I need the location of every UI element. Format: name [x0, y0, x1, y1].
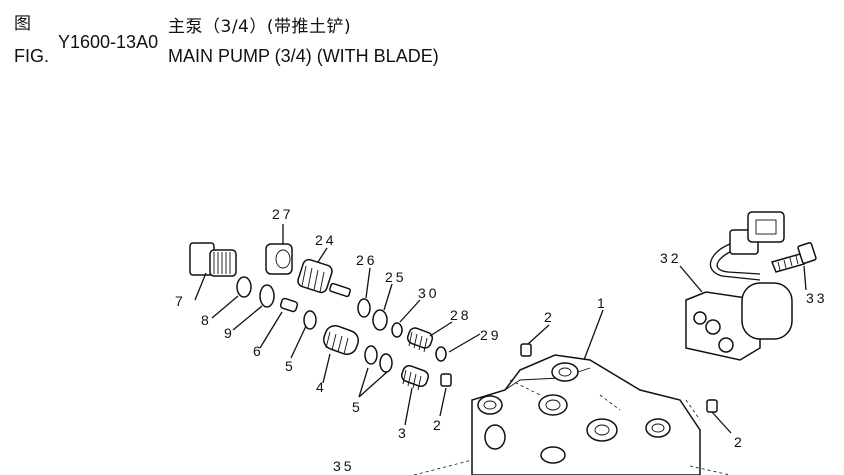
part-4-spool — [322, 324, 360, 356]
callout-25: 25 — [385, 269, 407, 285]
figure-label-cn: 图 — [14, 14, 31, 34]
callout-6: 6 — [253, 343, 264, 359]
callout-30: 30 — [418, 285, 440, 301]
callout-5-left: 5 — [285, 358, 296, 374]
callout-2-left: 2 — [433, 417, 444, 433]
part-9-oring — [259, 284, 275, 308]
part-8-oring — [236, 276, 252, 298]
part-30-ring — [391, 322, 403, 338]
part-2-plug-c — [706, 399, 718, 413]
part-33-bolt — [770, 242, 817, 273]
part-26-oring — [357, 298, 371, 318]
part-6-pin — [279, 297, 299, 313]
part-27-nut — [265, 243, 293, 275]
part-3-spring — [400, 364, 430, 391]
figure-title-cn: 主泵（3/4）(带推土铲) — [168, 17, 352, 37]
callout-33: 33 — [806, 290, 828, 306]
part-5-ring-b — [364, 345, 378, 365]
callout-5-bottom: 5 — [352, 399, 363, 415]
callout-1: 1 — [597, 295, 608, 311]
part-2-plug-a — [440, 373, 452, 387]
part-32-solenoid — [685, 211, 793, 361]
callout-9: 9 — [224, 325, 235, 341]
callout-32: 32 — [660, 250, 682, 266]
callout-2-right: 2 — [734, 434, 745, 450]
callout-26: 26 — [356, 252, 378, 268]
callout-2-top: 2 — [544, 309, 555, 325]
part-25-oring — [372, 309, 388, 331]
part-24-plunger — [297, 258, 351, 298]
figure-code: Y1600-13A0 — [58, 32, 159, 52]
part-28-spring — [406, 327, 434, 353]
figure-label-en: FIG. — [14, 46, 49, 66]
callout-35: 35 — [333, 458, 355, 474]
part-5-ring-a — [303, 310, 317, 330]
callout-24: 24 — [315, 232, 337, 248]
part-2-plug-b — [520, 343, 532, 357]
callout-7: 7 — [175, 293, 186, 309]
callout-8: 8 — [201, 312, 212, 328]
part-1-pump-body — [471, 354, 701, 475]
part-7-plug — [189, 242, 237, 277]
callout-3: 3 — [398, 425, 409, 441]
part-5-ring-c — [379, 353, 393, 373]
figure-title-en: MAIN PUMP (3/4) (WITH BLADE) — [168, 46, 439, 66]
part-29-ring — [435, 346, 447, 362]
callout-29: 29 — [480, 327, 502, 343]
callout-4: 4 — [316, 379, 327, 395]
callout-27: 27 — [272, 206, 294, 222]
callout-28: 28 — [450, 307, 472, 323]
